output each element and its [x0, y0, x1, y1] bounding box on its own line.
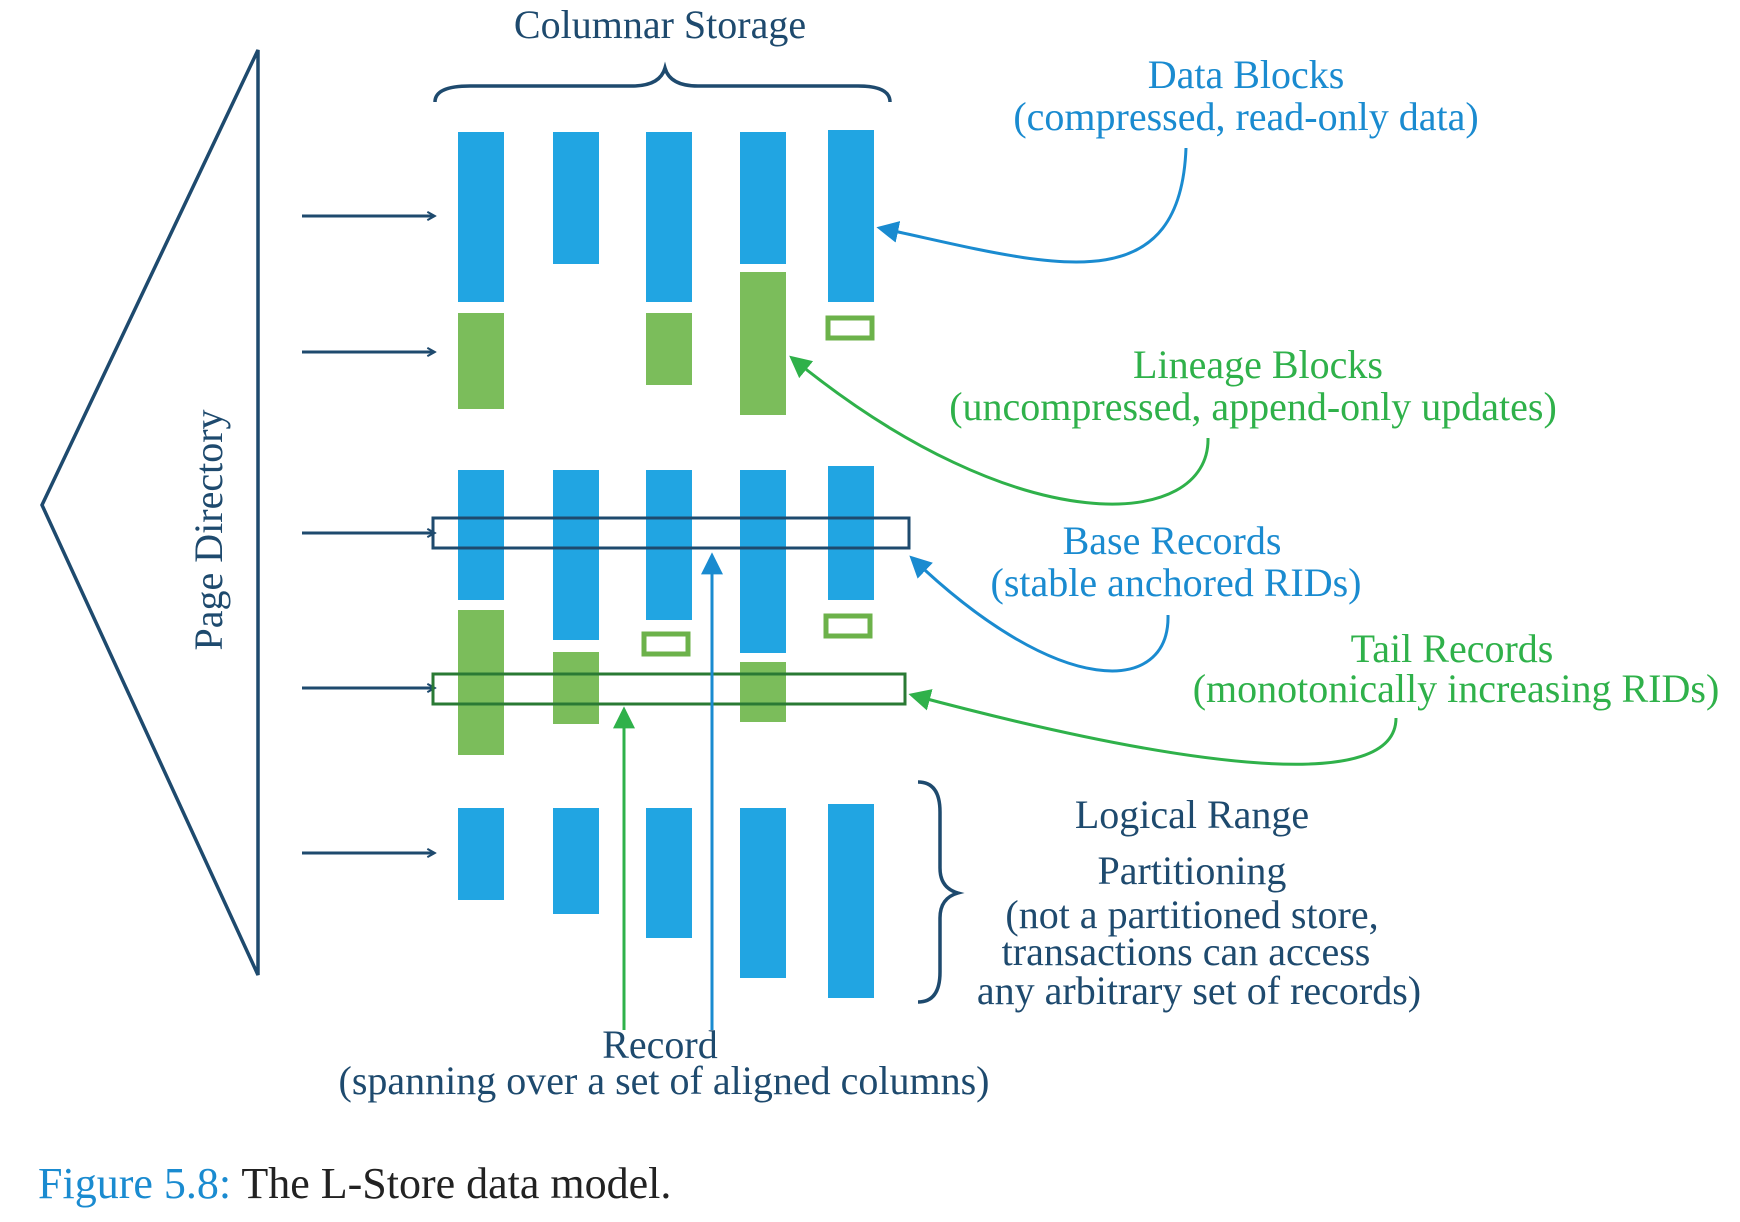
data-block: [553, 808, 599, 914]
lineage-blocks-desc: (uncompressed, append-only updates): [949, 384, 1557, 429]
logical-range-line-2: Partitioning: [1098, 848, 1287, 893]
logical-range-line-4: transactions can access: [1002, 929, 1371, 974]
tail-records-label: Tail Records: [1351, 626, 1554, 671]
empty-lineage-slot: [641, 631, 691, 657]
data-block: [553, 132, 599, 264]
empty-lineage-slot: [823, 613, 873, 639]
data-block: [828, 130, 874, 302]
base-record-outline: [431, 516, 911, 550]
lineage-blocks-group-1: [458, 272, 875, 415]
l-store-diagram: Page Directory Columnar Storage: [40, 2, 1720, 1103]
data-block: [458, 808, 504, 900]
data-block: [740, 132, 786, 264]
lineage-blocks-label: Lineage Blocks: [1133, 342, 1383, 387]
lineage-block: [740, 662, 786, 722]
record-label: Record: [602, 1022, 718, 1067]
tail-record-outline: [431, 672, 907, 706]
columnar-storage-title: Columnar Storage: [514, 2, 806, 47]
data-block: [828, 804, 874, 998]
data-block: [458, 470, 504, 600]
logical-range-line-1: Logical Range: [1075, 792, 1309, 837]
figure-caption-text: The L-Store data model.: [241, 1159, 672, 1208]
page-directory-label: Page Directory: [186, 409, 231, 650]
base-records-callout-arrow: [909, 555, 1170, 673]
lineage-blocks-group-2: [458, 610, 873, 755]
data-block: [458, 132, 504, 302]
data-block: [740, 808, 786, 978]
lineage-block: [458, 610, 504, 755]
lineage-blocks-callout-arrow: [789, 355, 1210, 506]
data-blocks-callout-arrow: [876, 147, 1188, 264]
data-block: [646, 470, 692, 620]
figure-caption: Figure 5.8: The L-Store data model.: [38, 1158, 671, 1209]
data-block: [646, 808, 692, 938]
data-blocks-desc: (compressed, read-only data): [1013, 94, 1478, 139]
lineage-block: [740, 272, 786, 415]
directory-arrows: [302, 216, 434, 853]
figure-caption-label: Figure 5.8:: [38, 1159, 232, 1208]
data-blocks-group-2: [458, 466, 874, 653]
lineage-block: [646, 313, 692, 385]
logical-range-line-3: (not a partitioned store,: [1005, 892, 1378, 937]
logical-range-line-5: any arbitrary set of records): [977, 968, 1421, 1013]
data-block: [553, 470, 599, 640]
base-records-label: Base Records: [1063, 518, 1282, 563]
data-blocks-label: Data Blocks: [1148, 52, 1345, 97]
data-block: [740, 470, 786, 653]
columnar-storage-brace: [433, 61, 892, 103]
record-desc: (spanning over a set of aligned columns): [339, 1058, 990, 1103]
data-blocks-group-3: [458, 804, 874, 998]
logical-range-brace: [917, 780, 965, 1004]
data-block: [828, 466, 874, 600]
data-blocks-group-1: [458, 130, 874, 302]
data-block: [646, 132, 692, 302]
lineage-block: [553, 652, 599, 724]
lineage-block: [458, 313, 504, 409]
base-records-desc: (stable anchored RIDs): [991, 560, 1362, 605]
empty-lineage-slot: [825, 315, 875, 341]
page-directory-triangle: [40, 49, 260, 976]
tail-records-callout-arrow: [908, 689, 1398, 766]
tail-records-desc: (monotonically increasing RIDs): [1193, 666, 1720, 711]
